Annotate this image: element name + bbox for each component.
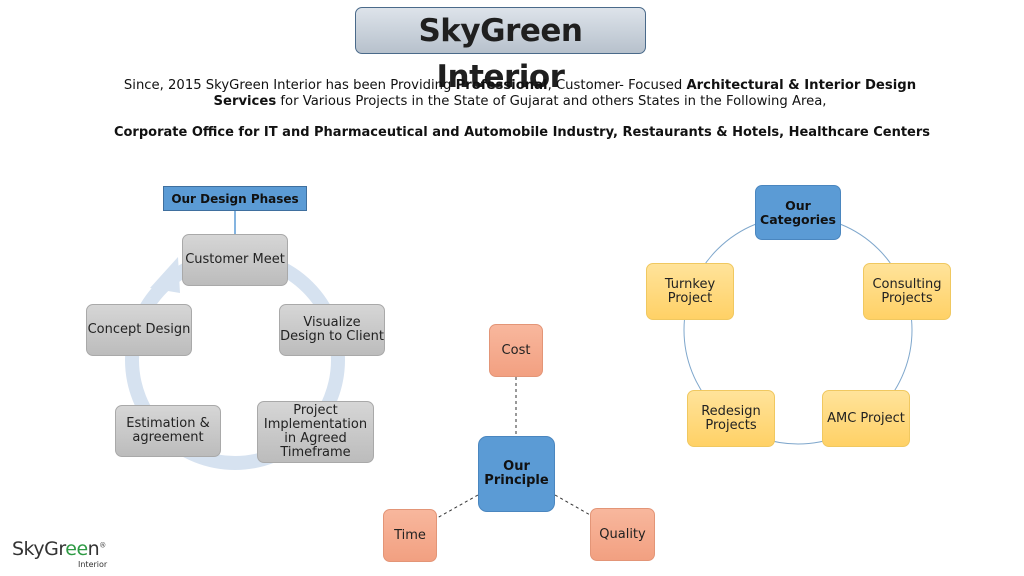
intro-bold-2: Architectural & Interior Design Services <box>213 78 917 109</box>
time-connector <box>436 494 479 519</box>
principle-center: Our Principle <box>478 436 555 512</box>
principle-cost: Cost <box>489 324 543 377</box>
principle-time: Time <box>383 509 437 562</box>
intro-text-3: for Various Projects in the State of Guj… <box>276 94 827 109</box>
phase-visualize-design: Visualize Design to Client <box>279 304 385 356</box>
skygreen-logo: SkyGreen® Interior <box>12 538 122 572</box>
phase-concept-design: Concept Design <box>86 304 192 356</box>
intro-text-2: , Customer- Focused <box>547 78 687 93</box>
design-phases-label: Our Design Phases <box>163 186 307 211</box>
category-redesign: Redesign Projects <box>687 390 775 447</box>
corporate-areas: Corporate Office for IT and Pharmaceutic… <box>113 125 931 140</box>
category-consulting: Consulting Projects <box>863 263 951 320</box>
intro-bold-1: Professional <box>455 78 548 93</box>
quality-connector <box>554 494 593 517</box>
principle-quality: Quality <box>590 508 655 561</box>
intro-text-1: Since, 2015 SkyGreen Interior has been P… <box>123 78 456 93</box>
category-turnkey: Turnkey Project <box>646 263 734 320</box>
intro-paragraph: Since, 2015 SkyGreen Interior has been P… <box>110 78 930 110</box>
page-title: SkyGreen Interior <box>418 13 583 95</box>
category-amc: AMC Project <box>822 390 910 447</box>
page-title-box: SkyGreen Interior <box>355 7 646 95</box>
logo-subtitle: Interior <box>78 560 108 569</box>
phase-estimation-agreement: Estimation & agreement <box>115 405 221 457</box>
phase-project-implementation: Project Implementation in Agreed Timefra… <box>257 401 374 463</box>
phase-cycle-arrowhead <box>150 257 180 293</box>
phase-customer-meet: Customer Meet <box>182 234 288 286</box>
logo-wordmark: SkyGreen® <box>12 538 106 560</box>
categories-center: Our Categories <box>755 185 841 240</box>
